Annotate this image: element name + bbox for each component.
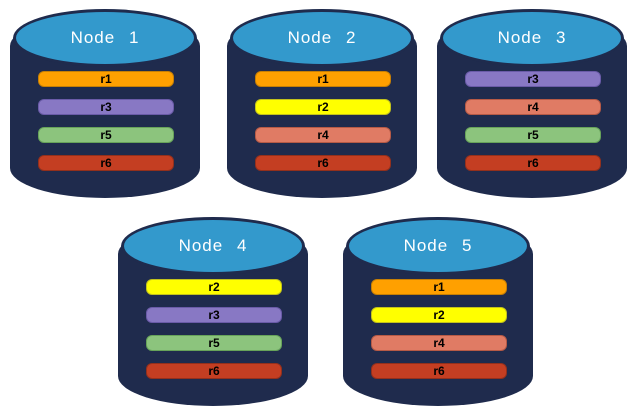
replica-bar-r5: r5: [465, 127, 601, 143]
replica-bar-r1: r1: [371, 279, 507, 295]
replica-list: r1 r2 r4 r6: [371, 279, 507, 379]
replica-bar-r3: r3: [38, 99, 174, 115]
replica-bar-r6: r6: [465, 155, 601, 171]
database-node: Node 2 r1 r2 r4 r6: [227, 8, 417, 198]
database-node: Node 3 r3 r4 r5 r6: [437, 8, 627, 198]
cylinder-top: Node 2: [230, 9, 414, 67]
replica-bar-r6: r6: [38, 155, 174, 171]
replica-list: r1 r2 r4 r6: [255, 71, 391, 171]
replica-bar-r4: r4: [371, 335, 507, 351]
replica-bar-r4: r4: [465, 99, 601, 115]
replica-bar-r5: r5: [38, 127, 174, 143]
database-node: Node 5 r1 r2 r4 r6: [343, 216, 533, 406]
replica-bar-r6: r6: [255, 155, 391, 171]
replica-bar-r6: r6: [146, 363, 282, 379]
replica-list: r2 r3 r5 r6: [146, 279, 282, 379]
cylinder-top: Node 3: [440, 9, 624, 67]
database-node: Node 1 r1 r3 r5 r6: [10, 8, 200, 198]
replica-bar-r5: r5: [146, 335, 282, 351]
cylinder-top: Node 5: [346, 217, 530, 275]
replica-list: r3 r4 r5 r6: [465, 71, 601, 171]
database-node: Node 4 r2 r3 r5 r6: [118, 216, 308, 406]
replica-bar-r2: r2: [146, 279, 282, 295]
node-title: Node 3: [497, 28, 567, 47]
replica-list: r1 r3 r5 r6: [38, 71, 174, 171]
replica-bar-r3: r3: [146, 307, 282, 323]
node-title: Node 2: [287, 28, 357, 47]
cylinder-top: Node 1: [13, 9, 197, 67]
node-title: Node 1: [70, 28, 140, 47]
cylinder-top: Node 4: [121, 217, 305, 275]
replica-bar-r6: r6: [371, 363, 507, 379]
node-title: Node 4: [178, 236, 248, 255]
replica-bar-r4: r4: [255, 127, 391, 143]
replica-bar-r1: r1: [255, 71, 391, 87]
replica-bar-r1: r1: [38, 71, 174, 87]
replica-bar-r2: r2: [255, 99, 391, 115]
replica-bar-r3: r3: [465, 71, 601, 87]
replica-bar-r2: r2: [371, 307, 507, 323]
node-title: Node 5: [403, 236, 473, 255]
